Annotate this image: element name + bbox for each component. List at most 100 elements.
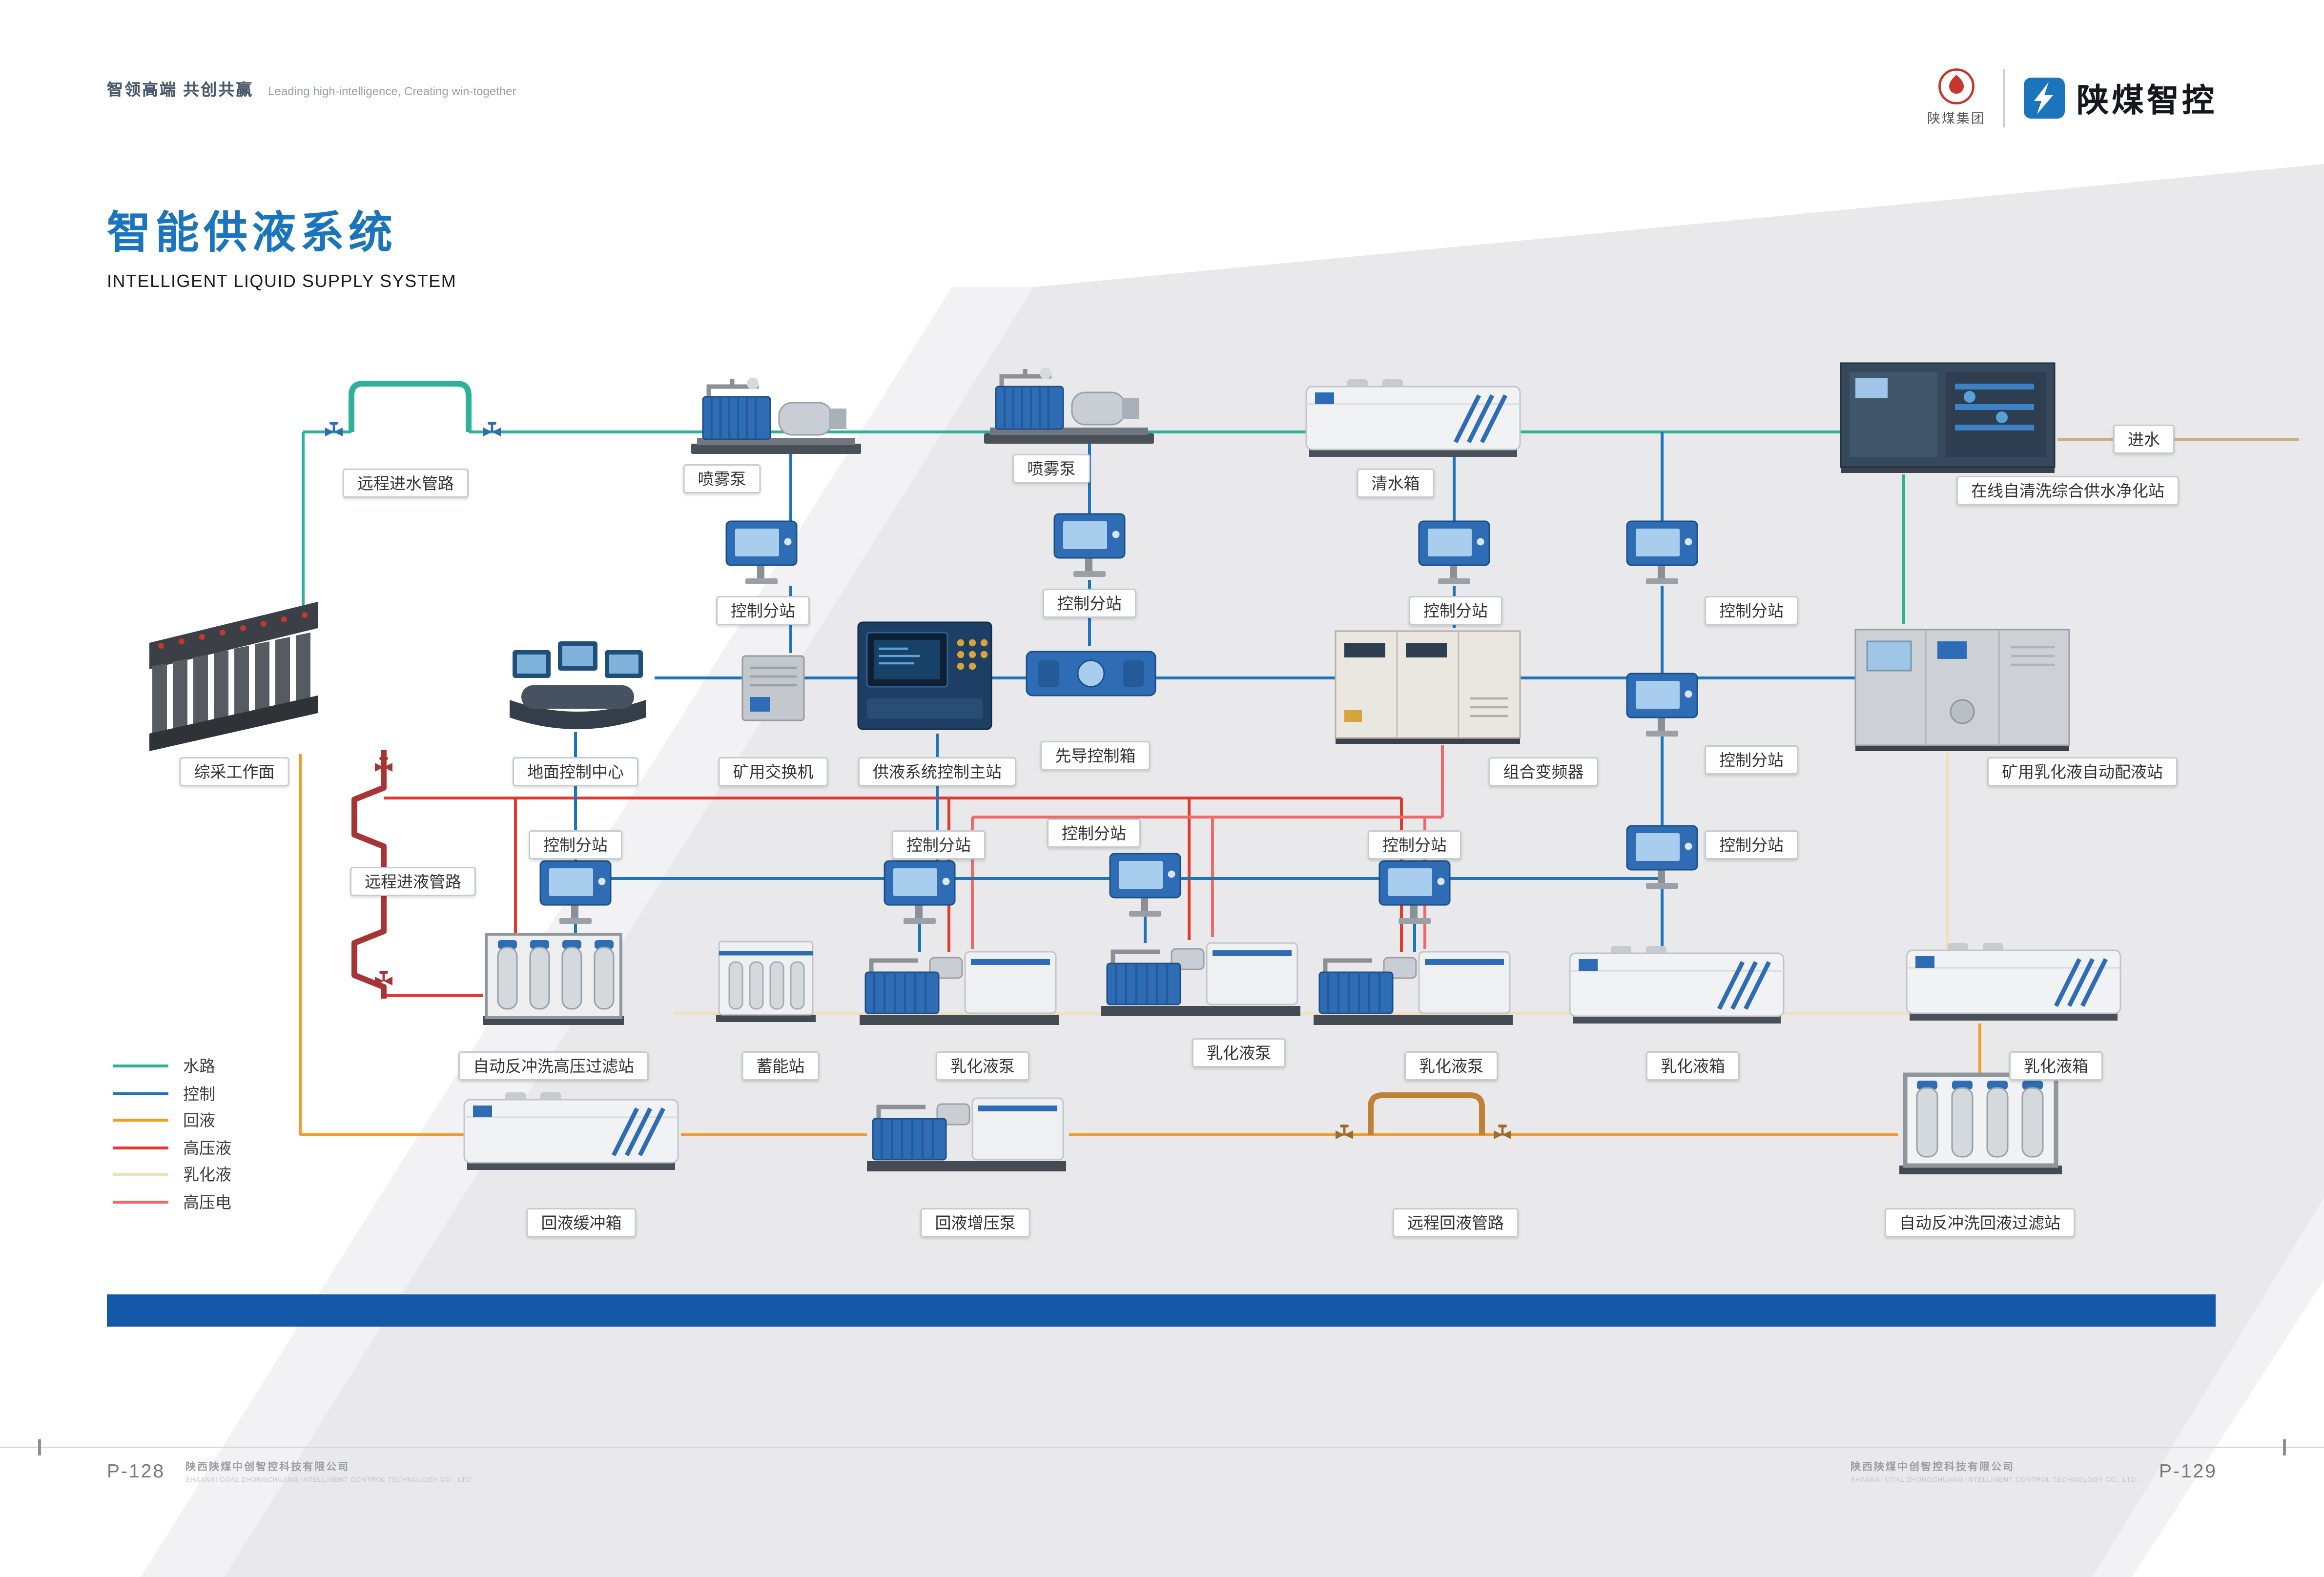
- legend-item-water: 水路: [113, 1053, 231, 1080]
- return-filter-station-equipment: [1899, 1075, 2062, 1174]
- label-clean-water-tank: 清水箱: [1357, 469, 1435, 498]
- company-name-cn: 陕西陕煤中创智控科技有限公司: [185, 1463, 350, 1473]
- page-number-right: P-129: [2159, 1460, 2217, 1482]
- label-spray-pump-2: 喷雾泵: [1012, 454, 1090, 483]
- company-name-en: SHAANXI COAL ZHONGCHUANG INTELLIGENT CON…: [185, 1476, 473, 1483]
- legend-swatch-control: [113, 1092, 168, 1095]
- label-spray-pump-1: 喷雾泵: [683, 464, 761, 493]
- purification-station-equipment: [1841, 363, 2055, 473]
- label-mining-face: 综采工作面: [179, 757, 289, 786]
- label-control-substation-3: 控制分站: [1409, 596, 1502, 625]
- slogan-cn: 智领高端 共创共赢: [107, 82, 254, 100]
- return-lines: [299, 754, 1981, 1136]
- label-combined-vfd: 组合变频器: [1488, 757, 1599, 786]
- accumulator-station-equipment: [716, 942, 816, 1022]
- emulsion-tank-1-equipment: [1570, 946, 1784, 1024]
- label-accumulator-station: 蓄能站: [741, 1051, 820, 1081]
- spray-pump-1-equipment: [691, 378, 861, 454]
- label-return-filter-station: 自动反冲洗回液过滤站: [1885, 1208, 2075, 1237]
- label-control-substation-1: 控制分站: [716, 596, 810, 625]
- brand-bolt-icon: [2023, 77, 2065, 118]
- print-mark-right: [2283, 1439, 2286, 1455]
- label-control-substation-8: 控制分站: [1047, 819, 1141, 848]
- bottom-accent-bar: [107, 1294, 2216, 1327]
- label-control-substation-9: 控制分站: [1368, 830, 1461, 860]
- mine-switch-equipment: [742, 656, 804, 720]
- header-slogan: 智领高端 共创共赢 Leading high-intelligence, Crea…: [107, 76, 516, 102]
- main-control-station-equipment: [858, 622, 991, 729]
- label-mine-switch: 矿用交换机: [718, 757, 828, 786]
- page-number-left: P-128: [107, 1460, 165, 1482]
- company-name-cn: 陕西陕煤中创智控科技有限公司: [1851, 1463, 2015, 1473]
- legend-swatch-emulsion: [113, 1173, 168, 1176]
- page-title: 智能供液系统: [107, 209, 397, 258]
- pilot-control-box-equipment: [1026, 651, 1156, 696]
- label-ground-control-center: 地面控制中心: [513, 757, 638, 786]
- legend: 水路 控制 回液 高压液 乳化液 高压电: [113, 1053, 231, 1215]
- legend-label-water: 水路: [183, 1059, 215, 1077]
- legend-item-control: 控制: [113, 1080, 231, 1107]
- legend-item-high-pressure: 高压液: [113, 1134, 231, 1162]
- label-control-substation-7: 控制分站: [892, 830, 986, 860]
- label-purification-station: 在线自清洗综合供水净化站: [1956, 476, 2179, 505]
- emulsion-tank-2-equipment: [1907, 943, 2120, 1021]
- legend-swatch-high-pressure: [113, 1146, 168, 1149]
- label-emulsion-tank-2: 乳化液箱: [2009, 1051, 2103, 1081]
- legend-label-control: 控制: [183, 1086, 215, 1104]
- page-background: [141, 164, 2324, 1577]
- clean-water-tank-equipment: [1306, 379, 1520, 457]
- header-logos: 陕煤集团 陕煤智控: [1927, 67, 2217, 127]
- legend-label-high-pressure: 高压液: [183, 1140, 231, 1158]
- legend-label-return: 回液: [183, 1113, 215, 1131]
- company-block-right: 陕西陕煤中创智控科技有限公司 SHAANXI COAL ZHONGCHUANG …: [1851, 1460, 2139, 1483]
- brand-logo-text: 陕煤智控: [2076, 81, 2217, 118]
- title-block: 智能供液系统 INTELLIGENT LIQUID SUPPLY SYSTEM: [107, 196, 456, 291]
- label-control-substation-5: 控制分站: [1705, 745, 1798, 775]
- label-control-substation-6: 控制分站: [529, 830, 622, 860]
- page-subtitle: INTELLIGENT LIQUID SUPPLY SYSTEM: [107, 271, 457, 291]
- print-mark-left: [38, 1439, 41, 1455]
- legend-swatch-return: [113, 1119, 168, 1122]
- group-logo-text: 陕煤集团: [1927, 111, 1986, 126]
- label-return-booster-pump: 回液增压泵: [920, 1208, 1030, 1237]
- label-emulsion-pump-2: 乳化液泵: [1192, 1038, 1286, 1067]
- valve-icon: [483, 422, 501, 436]
- legend-label-emulsion: 乳化液: [183, 1167, 231, 1185]
- label-hp-filter-station: 自动反冲洗高压过滤站: [458, 1051, 649, 1081]
- label-return-buffer-tank: 回液缓冲箱: [526, 1208, 637, 1237]
- label-remote-return-pipeline: 远程回液管路: [1393, 1208, 1519, 1237]
- company-name-en: SHAANXI COAL ZHONGCHUANG INTELLIGENT CON…: [1851, 1476, 2139, 1483]
- label-emulsion-tank-1: 乳化液箱: [1646, 1051, 1740, 1081]
- hp-filter-station-equipment: [483, 934, 624, 1025]
- label-pilot-control-box: 先导控制箱: [1040, 741, 1151, 770]
- return-buffer-tank-equipment: [464, 1092, 678, 1170]
- label-control-substation-4: 控制分站: [1705, 596, 1798, 625]
- ground-control-center-equipment: [510, 641, 646, 729]
- valve-icon: [375, 971, 392, 985]
- label-control-substation-10: 控制分站: [1705, 830, 1798, 860]
- label-remote-water-pipeline: 远程进水管路: [343, 469, 469, 498]
- footer-divider: [0, 1447, 2324, 1448]
- label-water-inlet: 进水: [2113, 425, 2175, 454]
- logo-divider: [2003, 68, 2005, 127]
- legend-swatch-water: [113, 1065, 168, 1068]
- legend-swatch-high-voltage: [113, 1200, 168, 1204]
- label-control-substation-2: 控制分站: [1043, 589, 1136, 618]
- legend-item-return: 回液: [113, 1107, 231, 1134]
- label-emulsion-pump-1: 乳化液泵: [936, 1051, 1029, 1081]
- dosing-station-equipment: [1855, 630, 2069, 751]
- group-logo: 陕煤集团: [1927, 67, 1986, 127]
- valve-icon: [325, 422, 343, 436]
- footer-right: 陕西陕煤中创智控科技有限公司 SHAANXI COAL ZHONGCHUANG …: [1851, 1460, 2217, 1483]
- label-emulsion-pump-3: 乳化液泵: [1404, 1051, 1498, 1081]
- label-main-control-station: 供液系统控制主站: [858, 757, 1016, 786]
- legend-item-high-voltage: 高压电: [113, 1188, 231, 1216]
- label-remote-liquid-pipeline: 远程进液管路: [350, 867, 476, 896]
- company-block-left: 陕西陕煤中创智控科技有限公司 SHAANXI COAL ZHONGCHUANG …: [185, 1460, 473, 1483]
- slogan-en: Leading high-intelligence, Creating win-…: [268, 85, 516, 98]
- combined-vfd-equipment: [1336, 631, 1520, 744]
- group-flame-icon: [1938, 68, 1974, 104]
- footer-left: P-128 陕西陕煤中创智控科技有限公司 SHAANXI COAL ZHONGC…: [107, 1460, 473, 1483]
